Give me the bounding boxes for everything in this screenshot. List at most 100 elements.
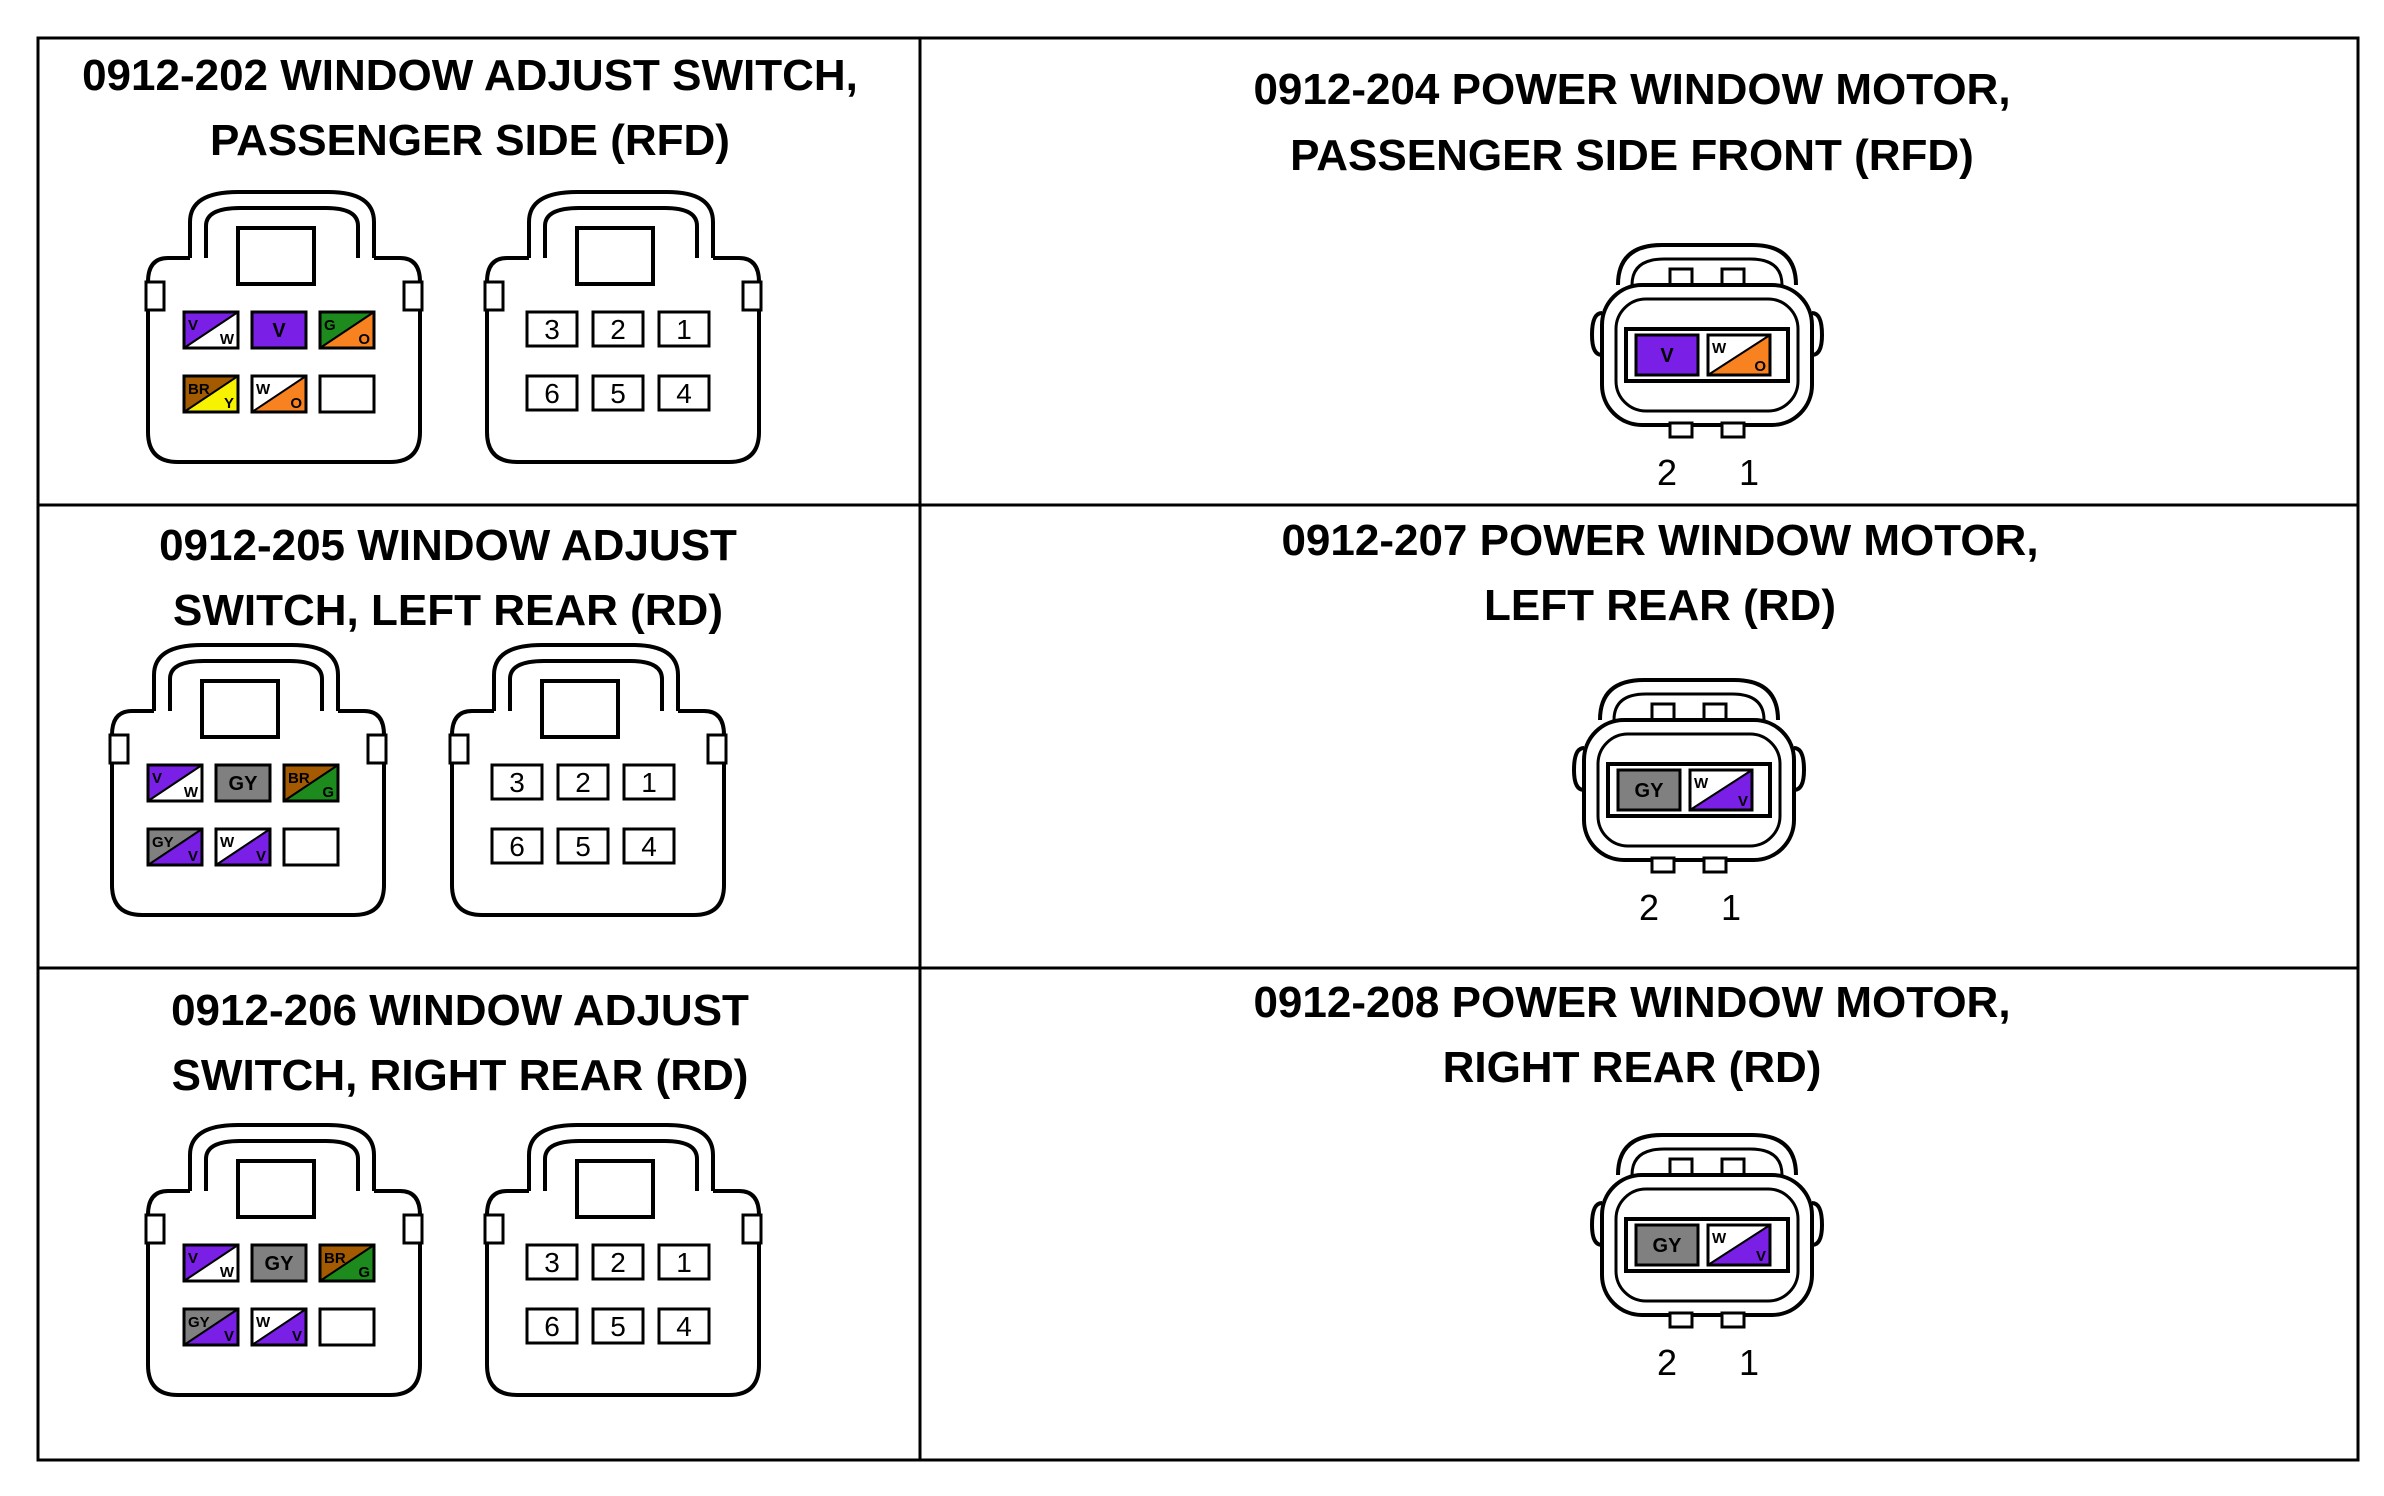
- side-ear: [1571, 746, 1585, 792]
- connector-body: [485, 256, 761, 464]
- connector-tab: [483, 1213, 505, 1245]
- connector-title: PASSENGER SIDE FRONT (RFD): [1290, 131, 1974, 180]
- wire-color-label: BR: [324, 1250, 346, 1267]
- connector-window: [575, 226, 655, 286]
- cell-0912-208: 0912-208 POWER WINDOW MOTOR,RIGHT REAR (…: [1253, 978, 2010, 1383]
- side-ear: [1589, 1201, 1603, 1247]
- wire-pad-border: [1706, 333, 1772, 377]
- wire-pad-border: [182, 1243, 240, 1283]
- connector-body: [485, 1189, 761, 1397]
- pin-number-1: 1: [657, 310, 711, 348]
- pin-number-label: 1: [1739, 452, 1759, 493]
- connector-title: PASSENGER SIDE (RFD): [210, 116, 730, 165]
- wire-color-label: W: [256, 381, 271, 398]
- wire-pad-border: [182, 374, 240, 414]
- wire-color-label: V: [256, 848, 266, 865]
- wire-pin-2: BRG: [282, 763, 340, 803]
- wire-color-label: W: [220, 331, 235, 348]
- connector-latch: [188, 1123, 376, 1191]
- wire-pad-border: [318, 310, 376, 350]
- pin-number-5: 5: [556, 827, 610, 865]
- wire-color-label: V: [152, 770, 162, 787]
- wire-color-v: [1634, 333, 1700, 377]
- pin-number-label: 3: [509, 767, 525, 798]
- connector-tab: [366, 733, 388, 765]
- wire-color-label: V: [224, 1328, 234, 1345]
- pin-cavity: [591, 374, 645, 412]
- wire-color-gy: [250, 1243, 308, 1283]
- cell-0912-207: 0912-207 POWER WINDOW MOTOR,LEFT REAR (R…: [1281, 516, 2038, 928]
- empty-cavity: [318, 374, 376, 414]
- connector-title: LEFT REAR (RD): [1484, 581, 1836, 630]
- wire-pin-4: WV: [250, 1307, 308, 1347]
- pin-number-label: 2: [610, 314, 626, 345]
- wire-pin-1: WV: [1688, 768, 1754, 812]
- latch-bump: [1720, 421, 1746, 439]
- pin-cavity: [525, 1307, 579, 1345]
- wire-color-label: W: [1694, 775, 1709, 792]
- pin-number-3: 3: [490, 763, 544, 801]
- wire-pad-border: [146, 827, 204, 867]
- connector-tab: [402, 280, 424, 312]
- side-ear: [1811, 311, 1825, 357]
- wire-split-line: [147, 764, 203, 802]
- table-border: [36, 36, 2360, 1462]
- wire-pad-border: [250, 1307, 308, 1347]
- connector-latch-inner: [543, 1139, 699, 1191]
- wire-pad-border: [182, 1307, 240, 1347]
- wire-pin-3: GYV: [146, 827, 204, 867]
- connector-latch-inner: [168, 659, 324, 711]
- connector-body: [146, 1189, 422, 1397]
- empty-cavity: [282, 827, 340, 867]
- pin-number-label: 1: [641, 767, 657, 798]
- wire-color-label: W: [1712, 340, 1727, 357]
- wire-pin-0: V: [1634, 333, 1700, 377]
- connector-title: SWITCH, RIGHT REAR (RD): [172, 1051, 749, 1100]
- pin-number-label: 4: [676, 1311, 692, 1342]
- pin-number-4: 4: [622, 827, 676, 865]
- connector-hood: [1598, 678, 1780, 721]
- pin-number-2: 2: [556, 763, 610, 801]
- wire-pin-0: VW: [146, 763, 204, 803]
- connector-tab: [144, 1213, 166, 1245]
- pin-number-label: 2: [1657, 1342, 1677, 1383]
- connector-hood: [1616, 1133, 1798, 1176]
- connector-title: 0912-208 POWER WINDOW MOTOR,: [1253, 978, 2010, 1027]
- side-ear: [1589, 311, 1603, 357]
- pin-number-label: 3: [544, 314, 560, 345]
- pin-cavity: [556, 827, 610, 865]
- table-grid: [36, 36, 2360, 1462]
- wire-color-label: W: [184, 784, 199, 801]
- pin-number-4: 4: [657, 1307, 711, 1345]
- pin-cavity: [591, 1243, 645, 1281]
- pin-number-2: 2: [591, 1243, 645, 1281]
- wire-pin-5: [318, 374, 376, 414]
- connector-tab: [108, 733, 130, 765]
- pin-number-2: 2: [591, 310, 645, 348]
- latch-bump: [1702, 856, 1728, 874]
- latch-bump: [1668, 1311, 1694, 1329]
- pin-cavity: [657, 310, 711, 348]
- cell-0912-202: 0912-202 WINDOW ADJUST SWITCH, PASSENGER …: [82, 51, 858, 464]
- pin-number-label: 1: [1721, 887, 1741, 928]
- latch-bump: [1668, 421, 1694, 439]
- connector-title: SWITCH, LEFT REAR (RD): [173, 586, 723, 635]
- wire-color-label: W: [256, 1314, 271, 1331]
- wire-color-label: G: [322, 784, 334, 801]
- wire-pin-2: BRG: [318, 1243, 376, 1283]
- wire-color-label: G: [324, 317, 336, 334]
- connector-tab: [402, 1213, 424, 1245]
- wire-pad-border: [250, 374, 308, 414]
- connector-title: 0912-202 WINDOW ADJUST SWITCH,: [82, 51, 858, 100]
- wire-color-label: V: [188, 1250, 198, 1267]
- connector-title: 0912-205 WINDOW ADJUST: [159, 521, 737, 570]
- pin-number-label: 5: [610, 1311, 626, 1342]
- wire-color-label: V: [1738, 793, 1748, 810]
- wire-color-label: GY: [188, 1314, 210, 1331]
- pin-number-label: 2: [1639, 887, 1659, 928]
